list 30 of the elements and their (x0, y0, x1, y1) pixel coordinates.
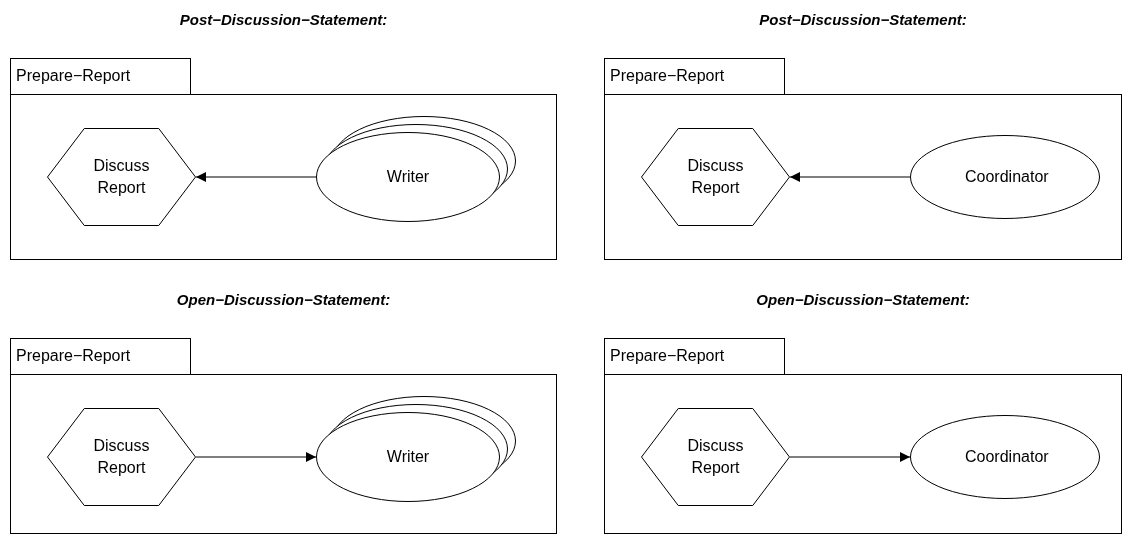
node-label: Discuss Report (92, 156, 151, 198)
stacked-ellipse-node (316, 116, 516, 222)
arrow (195, 452, 317, 462)
arrow (195, 172, 317, 182)
stacked-ellipse-node (316, 396, 516, 502)
hexagon-node (641, 128, 790, 226)
panel-title: Open−Discussion−Statement: (176, 290, 391, 310)
package-frame (604, 338, 1122, 534)
panel-title: Open−Discussion−Statement: (756, 290, 970, 310)
frame-tab-label: Prepare−Report (610, 346, 725, 366)
package-frame (10, 58, 557, 260)
frame-tab-label: Prepare−Report (610, 66, 725, 86)
arrow (789, 452, 911, 462)
panel-title: Post−Discussion−Statement: (759, 10, 967, 30)
panel-title: Post−Discussion−Statement: (179, 10, 388, 30)
node-label: Discuss Report (686, 436, 745, 478)
ellipse-node (910, 415, 1100, 499)
hexagon-node (641, 408, 790, 506)
hexagon-node (47, 128, 196, 226)
ellipse-node (910, 135, 1100, 219)
hexagon-node (47, 408, 196, 506)
frame-tab-label: Prepare−Report (16, 66, 131, 86)
node-label: Discuss Report (92, 436, 151, 478)
arrow (789, 172, 911, 182)
node-label: Discuss Report (686, 156, 745, 198)
package-frame (604, 58, 1122, 260)
node-label: Writer (385, 167, 431, 187)
node-label: Writer (385, 447, 431, 467)
package-frame (10, 338, 557, 534)
frame-tab-label: Prepare−Report (16, 346, 131, 366)
